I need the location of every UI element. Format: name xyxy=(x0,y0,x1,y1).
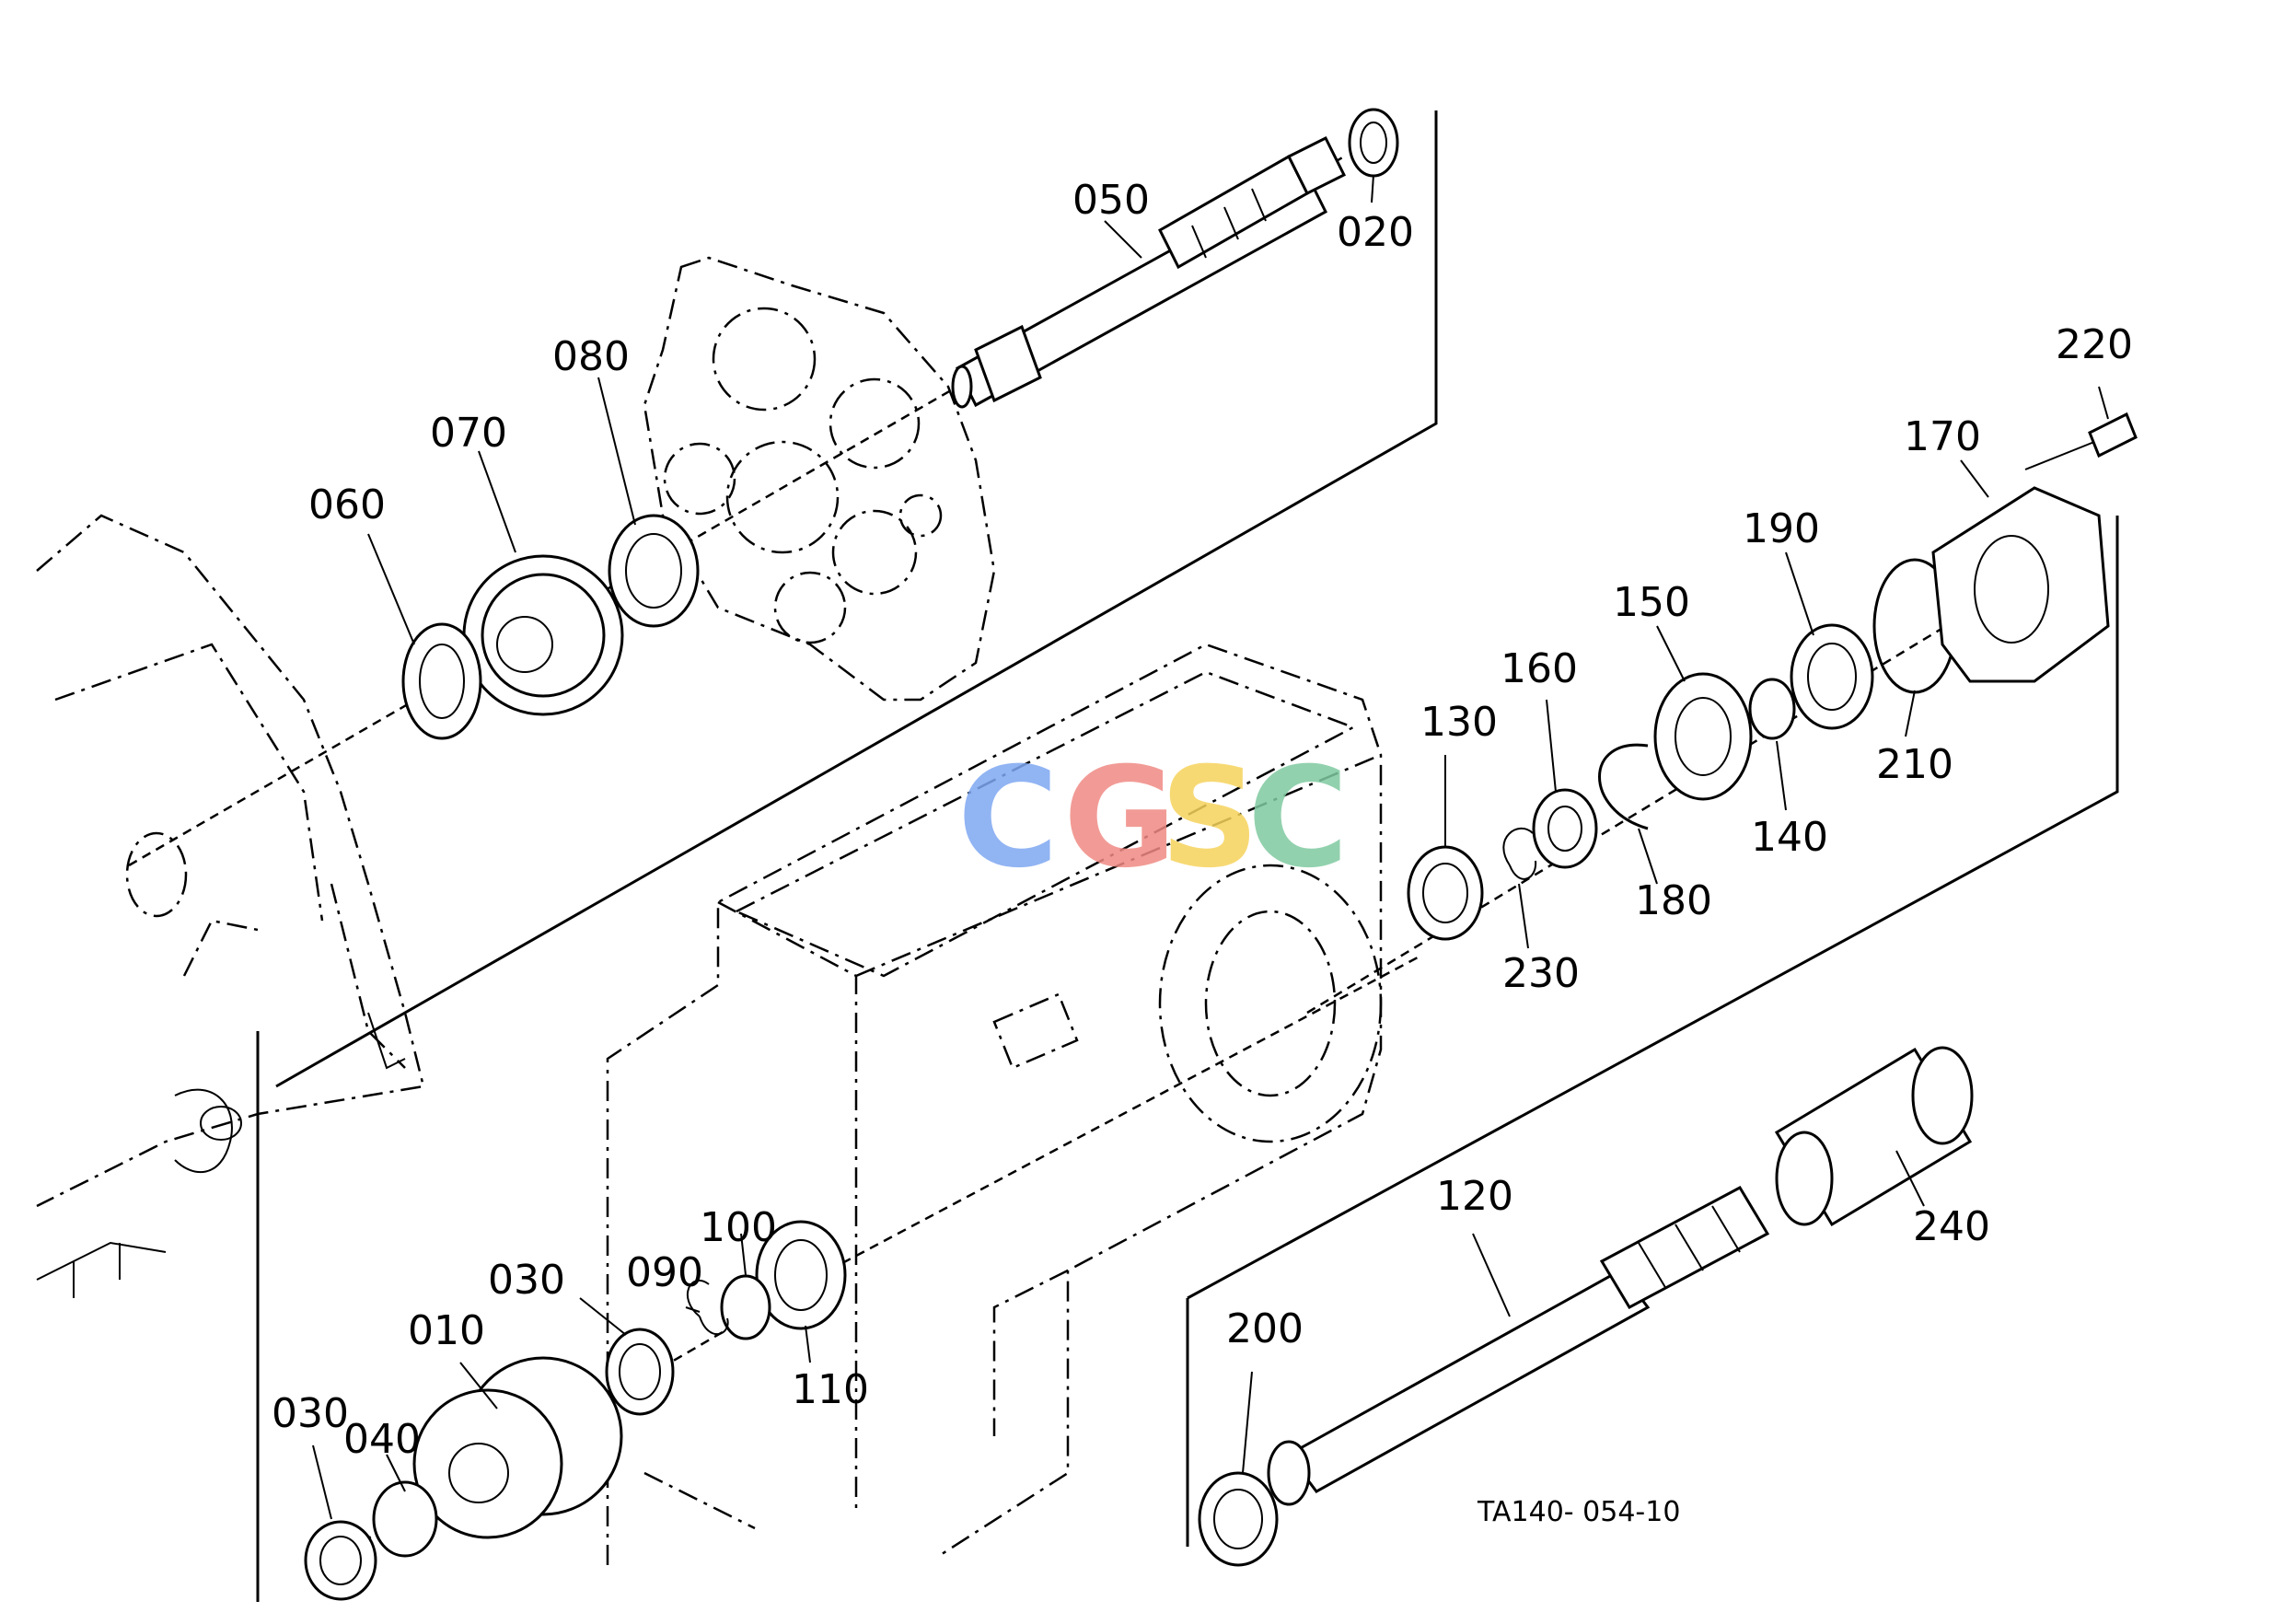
callout-230: 230 xyxy=(1502,950,1580,997)
callout-240: 240 xyxy=(1913,1203,1990,1250)
watermark-letter-c2: C xyxy=(1247,738,1349,899)
callout-170: 170 xyxy=(1904,413,1981,460)
watermark-letter-c1: C xyxy=(957,738,1059,899)
callout-100: 100 xyxy=(700,1204,777,1251)
watermark-letter-s: S xyxy=(1160,738,1259,899)
callout-150: 150 xyxy=(1613,579,1690,626)
drawing-code: TA140- 054-10 xyxy=(1477,1496,1680,1528)
callout-070: 070 xyxy=(430,410,507,457)
cgsc-watermark: C G S C xyxy=(957,738,1349,899)
clutch-housing xyxy=(36,514,425,1602)
callout-140: 140 xyxy=(1751,814,1828,861)
main-shaft-050 xyxy=(951,108,1399,409)
upper-gear-train xyxy=(401,514,700,740)
callout-220: 220 xyxy=(2056,321,2133,368)
watermark-letter-g: G xyxy=(1063,738,1176,899)
callout-030-upper: 030 xyxy=(488,1257,565,1304)
callout-labels: 050 020 080 070 060 220 170 190 150 160 … xyxy=(272,177,2133,1463)
callout-060: 060 xyxy=(308,481,386,528)
callout-210: 210 xyxy=(1876,741,1953,788)
callout-090: 090 xyxy=(626,1249,703,1296)
callout-190: 190 xyxy=(1743,505,1820,552)
callout-010: 010 xyxy=(408,1307,485,1354)
transmission-case xyxy=(606,643,1383,1565)
callout-200: 200 xyxy=(1226,1305,1304,1352)
callout-120: 120 xyxy=(1436,1173,1513,1220)
callout-180: 180 xyxy=(1635,877,1712,924)
lower-gear-train xyxy=(304,1220,847,1601)
callout-130: 130 xyxy=(1420,699,1498,746)
output-stack xyxy=(1407,412,2138,941)
leader-lines xyxy=(312,174,2109,1520)
callout-030-lower: 030 xyxy=(272,1390,349,1437)
callout-160: 160 xyxy=(1501,645,1578,692)
front-cover-plate xyxy=(643,256,996,702)
callout-020: 020 xyxy=(1337,209,1414,256)
callout-110: 110 xyxy=(792,1366,869,1413)
callout-040: 040 xyxy=(343,1416,421,1463)
callout-050: 050 xyxy=(1072,177,1150,224)
callout-080: 080 xyxy=(552,333,630,380)
pto-shaft-120 xyxy=(1198,1046,1974,1567)
